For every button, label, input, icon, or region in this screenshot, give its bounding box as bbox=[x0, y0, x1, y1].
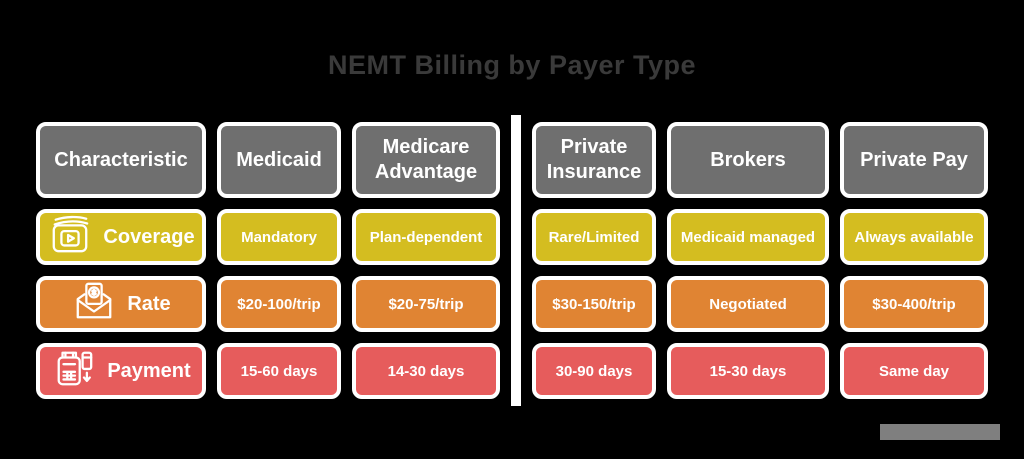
cell-rate-private-insurance: $30-150/trip bbox=[532, 276, 656, 332]
cell-rate-brokers: Negotiated bbox=[667, 276, 829, 332]
cell-coverage-private-pay: Always available bbox=[840, 209, 988, 265]
column-header-characteristic: Characteristic bbox=[36, 122, 206, 198]
cell-rate-private-pay: $30-400/trip bbox=[840, 276, 988, 332]
column-header-medicare-advantage: Medicare Advantage bbox=[352, 122, 500, 198]
cell-rate-medicare-advantage: $20-75/trip bbox=[352, 276, 500, 332]
cell-coverage-medicare-advantage: Plan-dependent bbox=[352, 209, 500, 265]
watermark-block bbox=[880, 424, 1000, 440]
row-label-text: Payment bbox=[107, 359, 191, 382]
column-header-private-pay: Private Pay bbox=[840, 122, 988, 198]
row-label-rate: Rate bbox=[36, 276, 206, 332]
column-header-private-insurance: Private Insurance bbox=[532, 122, 656, 198]
row-label-coverage: Coverage bbox=[36, 209, 206, 265]
payment-terminal-icon bbox=[51, 347, 97, 395]
comparison-table: Characteristic Medicaid Medicare Advanta… bbox=[36, 115, 988, 406]
row-label-text: Coverage bbox=[103, 225, 195, 248]
column-header-brokers: Brokers bbox=[667, 122, 829, 198]
cell-payment-private-insurance: 30-90 days bbox=[532, 343, 656, 399]
cell-payment-private-pay: Same day bbox=[840, 343, 988, 399]
row-label-payment: Payment bbox=[36, 343, 206, 399]
cell-coverage-brokers: Medicaid managed bbox=[667, 209, 829, 265]
cell-payment-medicaid: 15-60 days bbox=[217, 343, 341, 399]
page-title: NEMT Billing by Payer Type bbox=[327, 50, 697, 80]
cell-payment-medicare-advantage: 14-30 days bbox=[352, 343, 500, 399]
row-label-text: Rate bbox=[127, 292, 171, 315]
cell-coverage-medicaid: Mandatory bbox=[217, 209, 341, 265]
column-header-medicaid: Medicaid bbox=[217, 122, 341, 198]
cell-coverage-private-insurance: Rare/Limited bbox=[532, 209, 656, 265]
cell-rate-medicaid: $20-100/trip bbox=[217, 276, 341, 332]
group-divider bbox=[511, 115, 521, 406]
money-envelope-icon bbox=[71, 280, 117, 328]
media-book-icon bbox=[47, 213, 93, 261]
cell-payment-brokers: 15-30 days bbox=[667, 343, 829, 399]
